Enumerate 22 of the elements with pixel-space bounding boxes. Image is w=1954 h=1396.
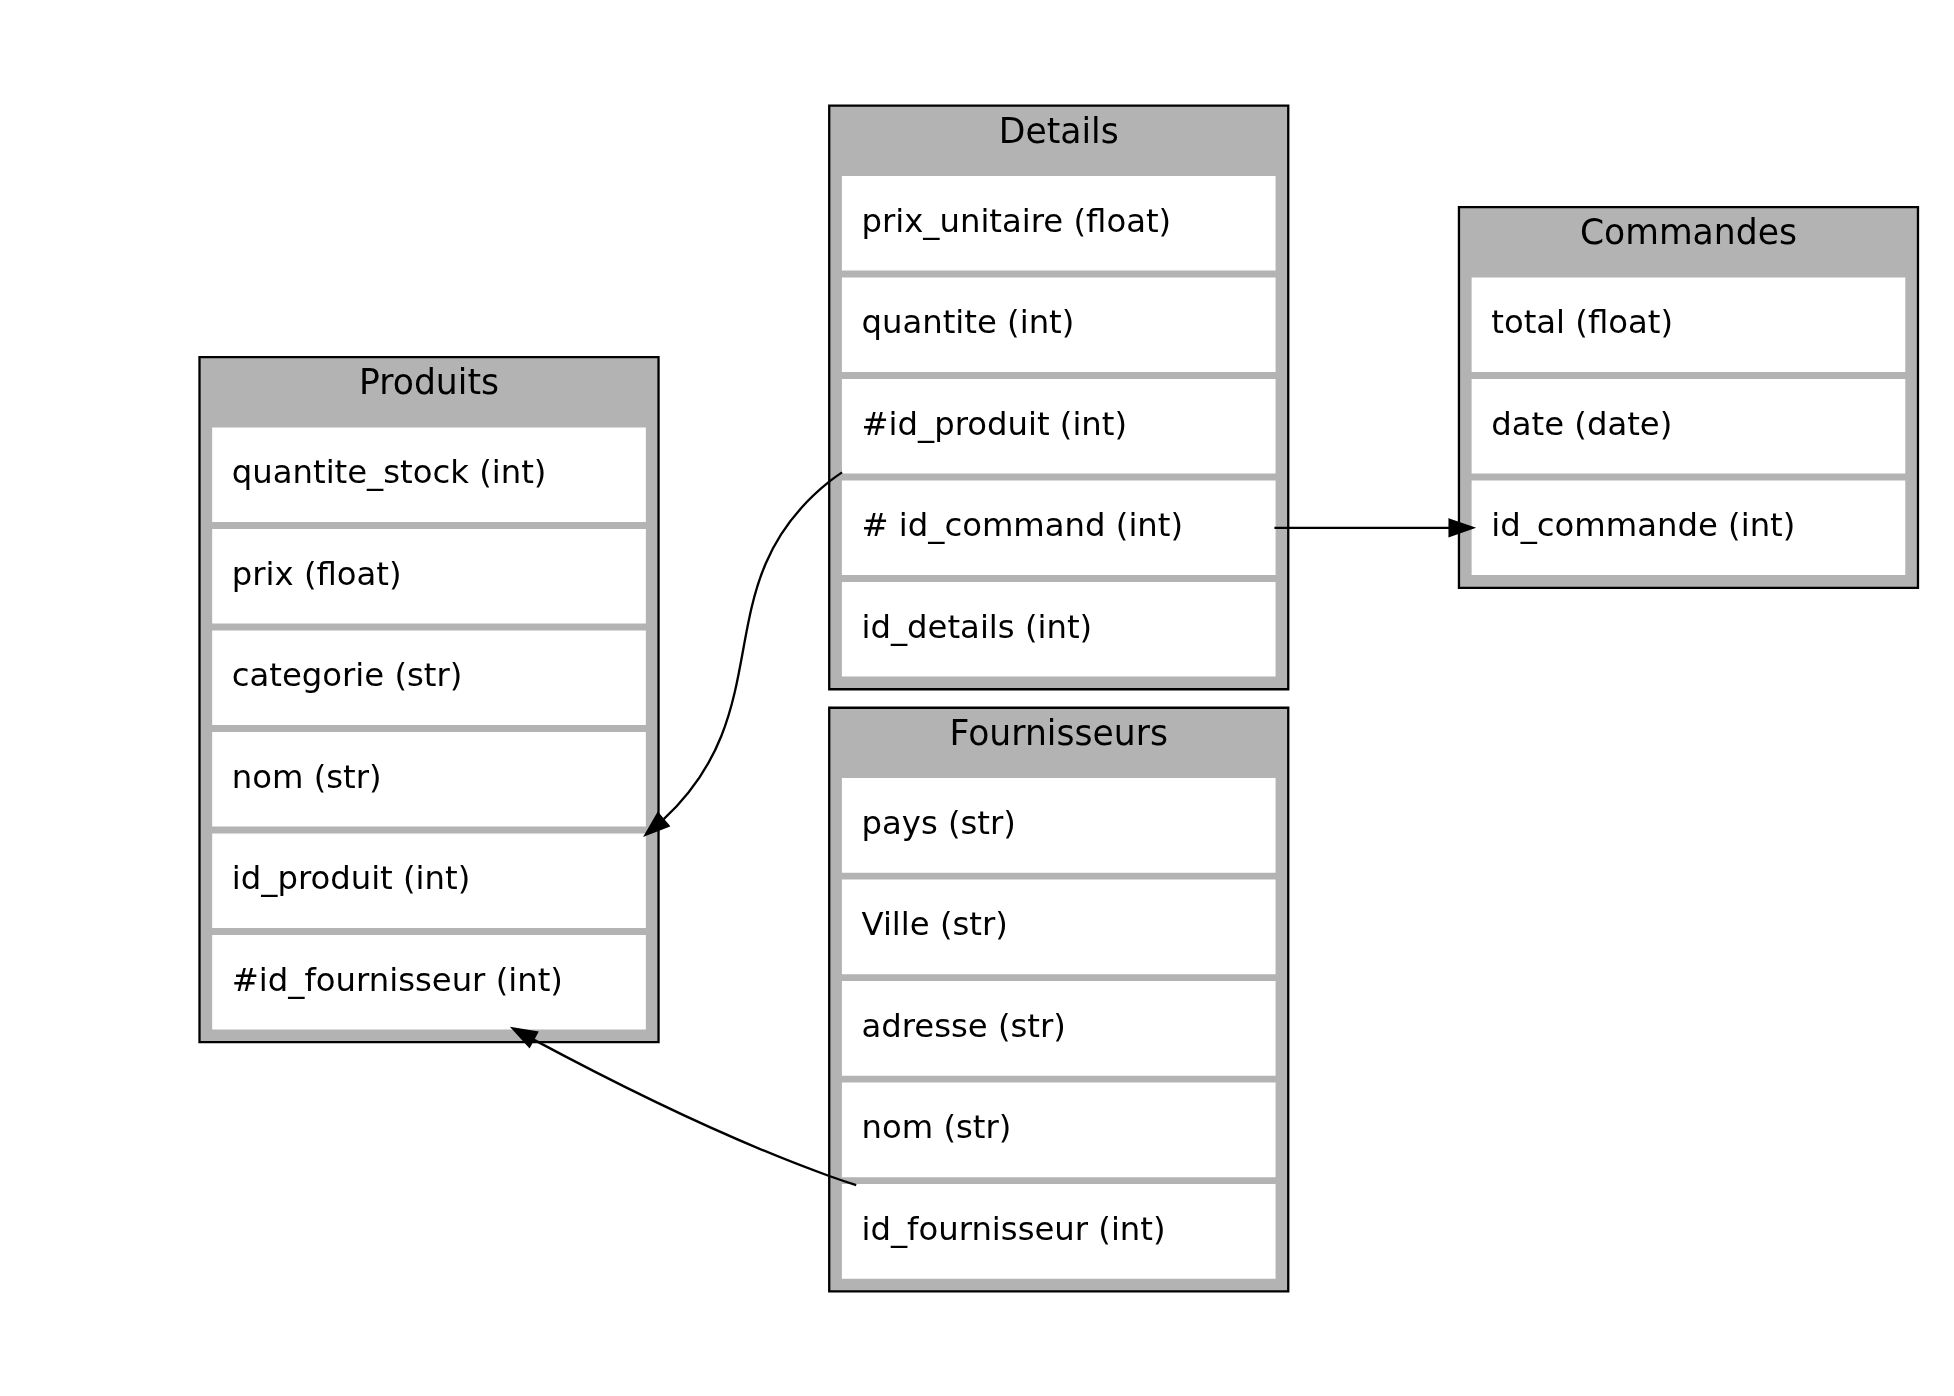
node-box: nom (str) [212, 731, 646, 827]
node-box: # id_command (int) [841, 480, 1276, 575]
arrow [509, 1026, 857, 1186]
node-box: id_commande (int) [1471, 480, 1906, 575]
node-box: date (date) [1471, 378, 1906, 474]
node-box: prix_unitaire (float) [841, 175, 1276, 271]
node-box: #id_fournisseur (int) [212, 934, 646, 1029]
node-box: prix (float) [212, 528, 646, 624]
node-box: #id_produit (int) [841, 378, 1276, 474]
node-box: pays (str) [841, 777, 1276, 873]
node-box: quantite (int) [841, 277, 1276, 372]
node-box: id_fournisseur (int) [841, 1183, 1276, 1279]
node-box: Ville (str) [841, 879, 1276, 974]
arrow [643, 470, 843, 837]
node-box: id_details (int) [841, 581, 1276, 677]
node-box: total (float) [1471, 277, 1906, 372]
arrow [1274, 517, 1477, 537]
node-box: categorie (str) [212, 629, 646, 725]
node-box: adresse (str) [841, 980, 1276, 1076]
node-box: quantite_stock (int) [212, 426, 646, 522]
node-box: id_produit (int) [212, 832, 646, 928]
node-box: nom (str) [841, 1082, 1276, 1177]
